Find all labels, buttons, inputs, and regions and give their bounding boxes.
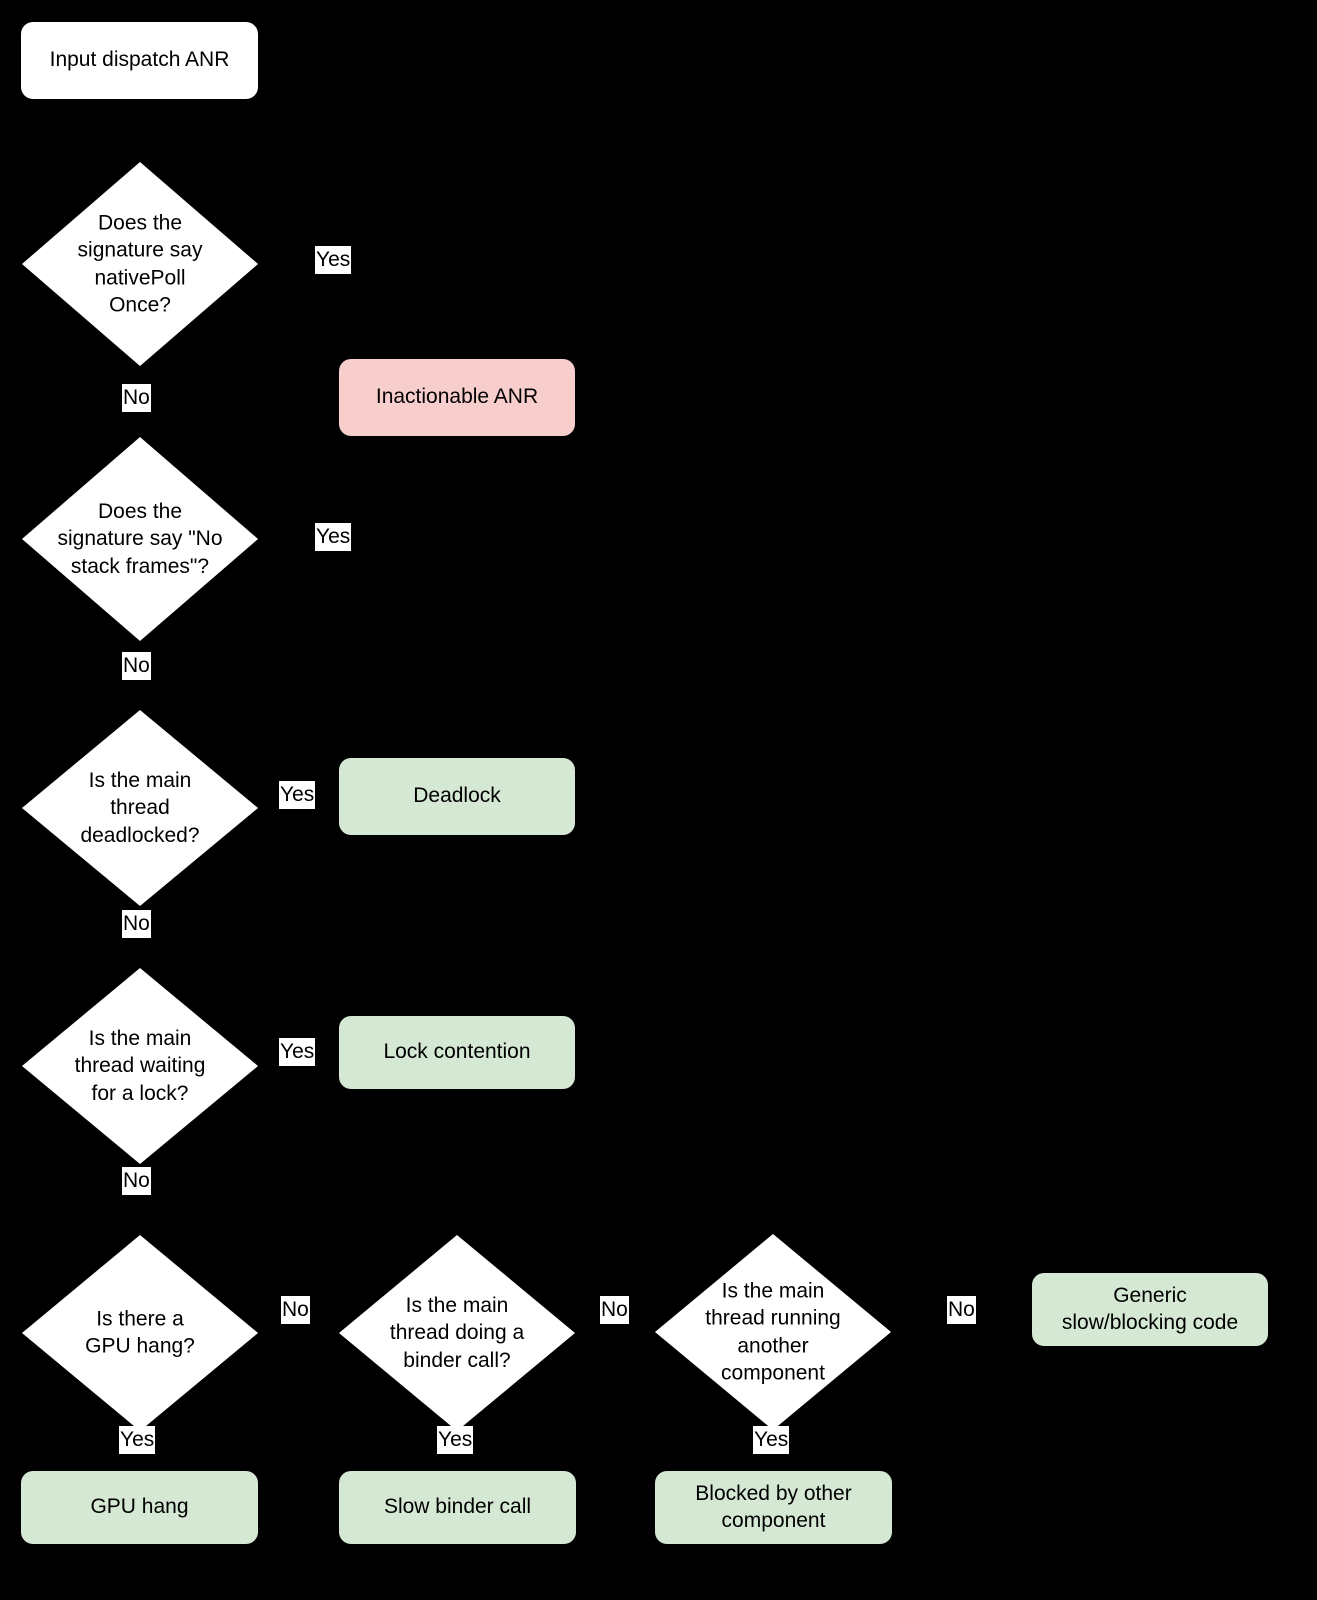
node-generic-slow-blocking-code[interactable]: Generic slow/blocking code — [1032, 1273, 1268, 1346]
node-slow-binder-call[interactable]: Slow binder call — [339, 1471, 576, 1544]
edge-label-no-waitinglock: No — [122, 1167, 151, 1195]
diamond-shape — [22, 437, 258, 641]
node-inactionable-anr[interactable]: Inactionable ANR — [339, 359, 575, 436]
node-lock-contention[interactable]: Lock contention — [339, 1016, 575, 1089]
diamond-shape — [22, 162, 258, 366]
decision-binder-call[interactable]: Is the main thread doing a binder call? — [339, 1235, 575, 1431]
edge-label-no-othercomponent: No — [947, 1296, 976, 1324]
node-label: Inactionable ANR — [375, 385, 539, 409]
node-input-dispatch-anr[interactable]: Input dispatch ANR — [21, 22, 258, 99]
edge-start-to-nativepoll — [138, 98, 140, 162]
edge-label-no-gpuhang: No — [281, 1296, 310, 1324]
node-label: Slow binder call — [383, 1495, 532, 1519]
edge-nativepoll-yes — [258, 263, 457, 265]
edge-label-no-bindercall: No — [600, 1296, 629, 1324]
decision-gpu-hang[interactable]: Is there a GPU hang? — [22, 1235, 258, 1431]
diamond-shape — [22, 1235, 258, 1431]
diamond-shape — [655, 1234, 891, 1430]
decision-main-thread-waiting-lock[interactable]: Is the main thread waiting for a lock? — [22, 968, 258, 1164]
node-label: Input dispatch ANR — [49, 48, 230, 72]
edge-label-no-nativepoll: No — [122, 384, 151, 412]
diamond-shape — [22, 968, 258, 1164]
edge-label-yes-nostackframes: Yes — [315, 523, 352, 551]
edge-waitinglock-no — [138, 1160, 140, 1235]
edge-label-yes-gpuhang: Yes — [119, 1426, 156, 1454]
diamond-shape — [339, 1235, 575, 1431]
edge-label-no-deadlocked: No — [122, 910, 151, 938]
node-label: Blocked by other component — [695, 1481, 852, 1532]
decision-main-thread-deadlocked[interactable]: Is the main thread deadlocked? — [22, 710, 258, 906]
node-blocked-by-other-component[interactable]: Blocked by other component — [655, 1471, 892, 1544]
node-deadlock[interactable]: Deadlock — [339, 758, 575, 835]
edge-label-yes-deadlocked: Yes — [279, 781, 316, 809]
node-label: GPU hang — [90, 1495, 189, 1519]
decision-no-stack-frames[interactable]: Does the signature say "No stack frames"… — [22, 437, 258, 641]
node-label: Lock contention — [383, 1040, 531, 1064]
edge-label-no-nostackframes: No — [122, 652, 151, 680]
node-gpu-hang-result[interactable]: GPU hang — [21, 1471, 258, 1544]
node-label: Generic slow/blocking code — [1061, 1283, 1239, 1334]
node-label: Deadlock — [413, 784, 501, 808]
edge-nativepoll-yes-down — [456, 263, 458, 359]
edge-label-yes-nativepoll: Yes — [315, 246, 352, 274]
decision-nativepoll-once[interactable]: Does the signature say nativePoll Once? — [22, 162, 258, 366]
edge-nostackframes-yes — [258, 540, 457, 542]
decision-running-another-component[interactable]: Is the main thread running another compo… — [655, 1234, 891, 1430]
edge-othercomponent-yes — [772, 1430, 774, 1496]
edge-label-yes-bindercall: Yes — [437, 1426, 474, 1454]
edge-label-yes-othercomponent: Yes — [753, 1426, 790, 1454]
diamond-shape — [22, 710, 258, 906]
edge-label-yes-waitinglock: Yes — [279, 1038, 316, 1066]
